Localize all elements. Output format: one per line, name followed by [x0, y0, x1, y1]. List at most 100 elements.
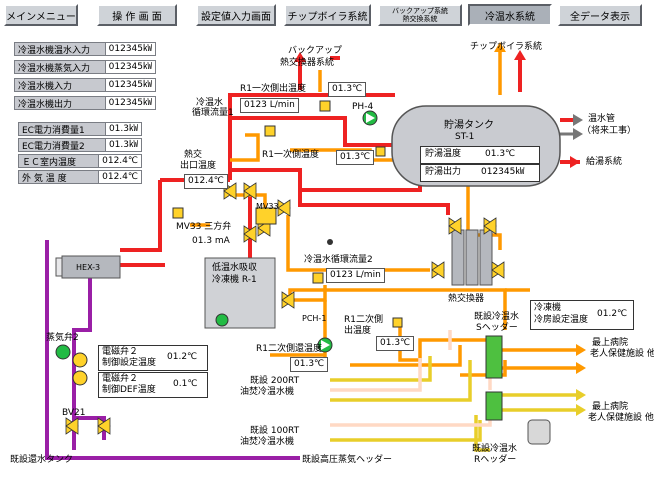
label-chiller-set-a: 冷凍機	[534, 303, 562, 313]
s-header	[485, 335, 503, 379]
nav-all-data[interactable]: 全データ表示	[558, 4, 642, 26]
param-row-cw-input: 冷温水機入力 012345㎾	[14, 78, 156, 92]
label-bv21: BV21	[62, 408, 86, 418]
label-backup-hx: 熱交換器系統	[280, 58, 335, 68]
nav-settings-label: 設定値入力画面	[201, 11, 271, 23]
param-value: 01.3㎾	[104, 123, 141, 135]
sv2-def-panel: 電磁弁２ 制御DEF温度 0.1℃	[98, 372, 208, 398]
param-label: ＥＣ室内温度	[22, 157, 77, 168]
label-cw-flow2: 冷温水循環流量2	[304, 255, 373, 265]
label-steam-header: 既設高圧蒸気ヘッダー	[302, 455, 393, 465]
label-hospital2-b: 老人保健施設 他	[588, 413, 654, 423]
label-tank-out: 貯湯出力	[425, 167, 462, 177]
label-ph4: PH-4	[352, 102, 374, 112]
nav-main-menu[interactable]: メインメニュー	[4, 4, 78, 26]
param-label: 冷温水機蒸気入力	[18, 63, 91, 74]
param-row-ec-power1: EC電力消費量1 01.3㎾	[18, 122, 142, 136]
label-tank-sub: ST-1	[455, 132, 475, 142]
label-hex3: HEX-3	[76, 263, 101, 272]
label-hospital2-a: 最上病院	[592, 402, 629, 412]
value-mv33-current: 01.3 mA	[192, 236, 230, 246]
value-r1-secondary-outlet: 01.3℃	[376, 336, 415, 351]
label-chiller-set-b: 冷房設定温度	[534, 315, 589, 325]
steam-valve-indicators	[55, 344, 88, 386]
label-r1-primary-inlet: R1一次側温度	[262, 150, 319, 160]
label-cw-flow1-a: 冷温水	[196, 98, 224, 108]
label-mv33-3way: MV33 三方弁	[176, 222, 232, 232]
tank-temp-panel: 貯湯温度 01.3℃	[420, 146, 540, 164]
r-header	[485, 391, 503, 421]
nav-backup-label-1: バックアップ系統	[392, 7, 448, 15]
value-cw-flow1: 0123 L/min	[240, 98, 299, 113]
value-tank-out: 012345㎾	[481, 167, 525, 177]
label-existing-s-a: 既設冷温水	[474, 312, 520, 322]
value-r1-primary-outlet: 01.3℃	[328, 82, 367, 97]
label-sv2-a-2: 制御設定温度	[102, 358, 157, 368]
label-sv2-b-2: 制御DEF温度	[102, 385, 156, 395]
value-cw-flow2: 0123 L/min	[326, 268, 385, 283]
chiller-set-panel: 冷凍機 冷房設定温度 01.2℃	[530, 300, 634, 330]
nav-settings[interactable]: 設定値入力画面	[196, 4, 276, 26]
nav-operation[interactable]: 操 作 画 面	[97, 4, 177, 26]
tank-out-panel: 貯湯出力 012345㎾	[420, 164, 540, 182]
label-rt200-b: 油焚冷温水機	[240, 387, 295, 397]
label-supply-system: 給湯系統	[586, 157, 623, 167]
label-hot-pipe-a: 温水管	[588, 114, 616, 124]
label-absorber-b: 冷凍機 R-1	[212, 275, 257, 285]
value-chiller-set: 01.2℃	[597, 309, 628, 319]
label-hx-outlet-a: 熱交	[184, 150, 203, 160]
valves	[65, 182, 505, 435]
pump-pch1	[317, 337, 333, 353]
label-r1-secondary-a: R1二次側	[344, 315, 383, 325]
hot-water-lines	[120, 55, 580, 282]
param-label: EC電力消費量1	[22, 125, 85, 136]
nav-main-menu-label: メインメニュー	[6, 11, 76, 23]
label-steam-valve: 蒸気弁2	[46, 333, 79, 343]
label-hx-bank: 熱交換器	[448, 294, 485, 304]
label-rt100-a: 既設 100RT	[250, 426, 300, 436]
nav-all-data-label: 全データ表示	[570, 11, 630, 23]
label-rt200-a: 既設 200RT	[250, 376, 300, 386]
arrowheads-cold	[576, 389, 586, 416]
nav-cold-hot-water-label: 冷温水系統	[485, 11, 535, 23]
label-tank-title: 貯湯タンク	[444, 120, 494, 131]
value-r1-primary-inlet: 01.3℃	[336, 150, 375, 165]
label-r1-primary-outlet: R1一次側出温度	[240, 84, 306, 94]
label-cw-flow1-b: 循環流量1	[192, 108, 234, 118]
ambient-sensor	[327, 239, 333, 245]
label-mv33: MV33	[256, 202, 279, 211]
param-value: 012345㎾	[104, 79, 155, 91]
label-hospital1-b: 老人保健施設 他	[590, 349, 654, 359]
param-row-ec-room-temp: ＥＣ室内温度 012.4℃	[18, 154, 142, 168]
nav-backup-label-2: 熱交換系統	[402, 15, 438, 23]
label-existing-r-a: 既設冷温水	[472, 444, 518, 454]
label-tank-temp: 貯湯温度	[425, 149, 462, 159]
value-hx-outlet: 012.4℃	[184, 174, 228, 189]
param-value: 012.4℃	[98, 171, 141, 183]
nav-chip-boiler[interactable]: チップボイラ系統	[284, 4, 371, 26]
label-existing-s-b: Sヘッダー	[476, 323, 518, 333]
param-label: EC電力消費量2	[22, 141, 85, 152]
label-hx-outlet-b: 出口温度	[180, 161, 217, 171]
label-existing-r-b: Rヘッダー	[474, 455, 517, 465]
nav-backup[interactable]: バックアップ系統熱交換系統	[378, 4, 462, 26]
pump-ph4	[362, 110, 378, 126]
nav-cold-hot-water[interactable]: 冷温水系統	[468, 4, 552, 26]
param-value: 012.4℃	[98, 155, 141, 167]
param-value: 012345㎾	[104, 97, 155, 109]
sv2-set-panel: 電磁弁２ 制御設定温度 01.2℃	[98, 345, 208, 371]
label-hospital1-a: 最上病院	[592, 338, 629, 348]
param-value: 012345㎾	[104, 43, 155, 55]
param-value: 01.3㎾	[104, 139, 141, 151]
arrowheads-hot	[294, 50, 580, 168]
mv33-actuator	[255, 207, 277, 225]
value-tank-temp: 01.3℃	[485, 149, 516, 159]
arrowheads-warm	[494, 42, 586, 374]
label-r1-secondary-b: 出温度	[344, 326, 372, 336]
value-r1-secondary-return: 01.3℃	[290, 357, 329, 372]
label-backup: バックアップ	[288, 46, 343, 56]
param-label: 冷温水機入力	[18, 81, 73, 92]
